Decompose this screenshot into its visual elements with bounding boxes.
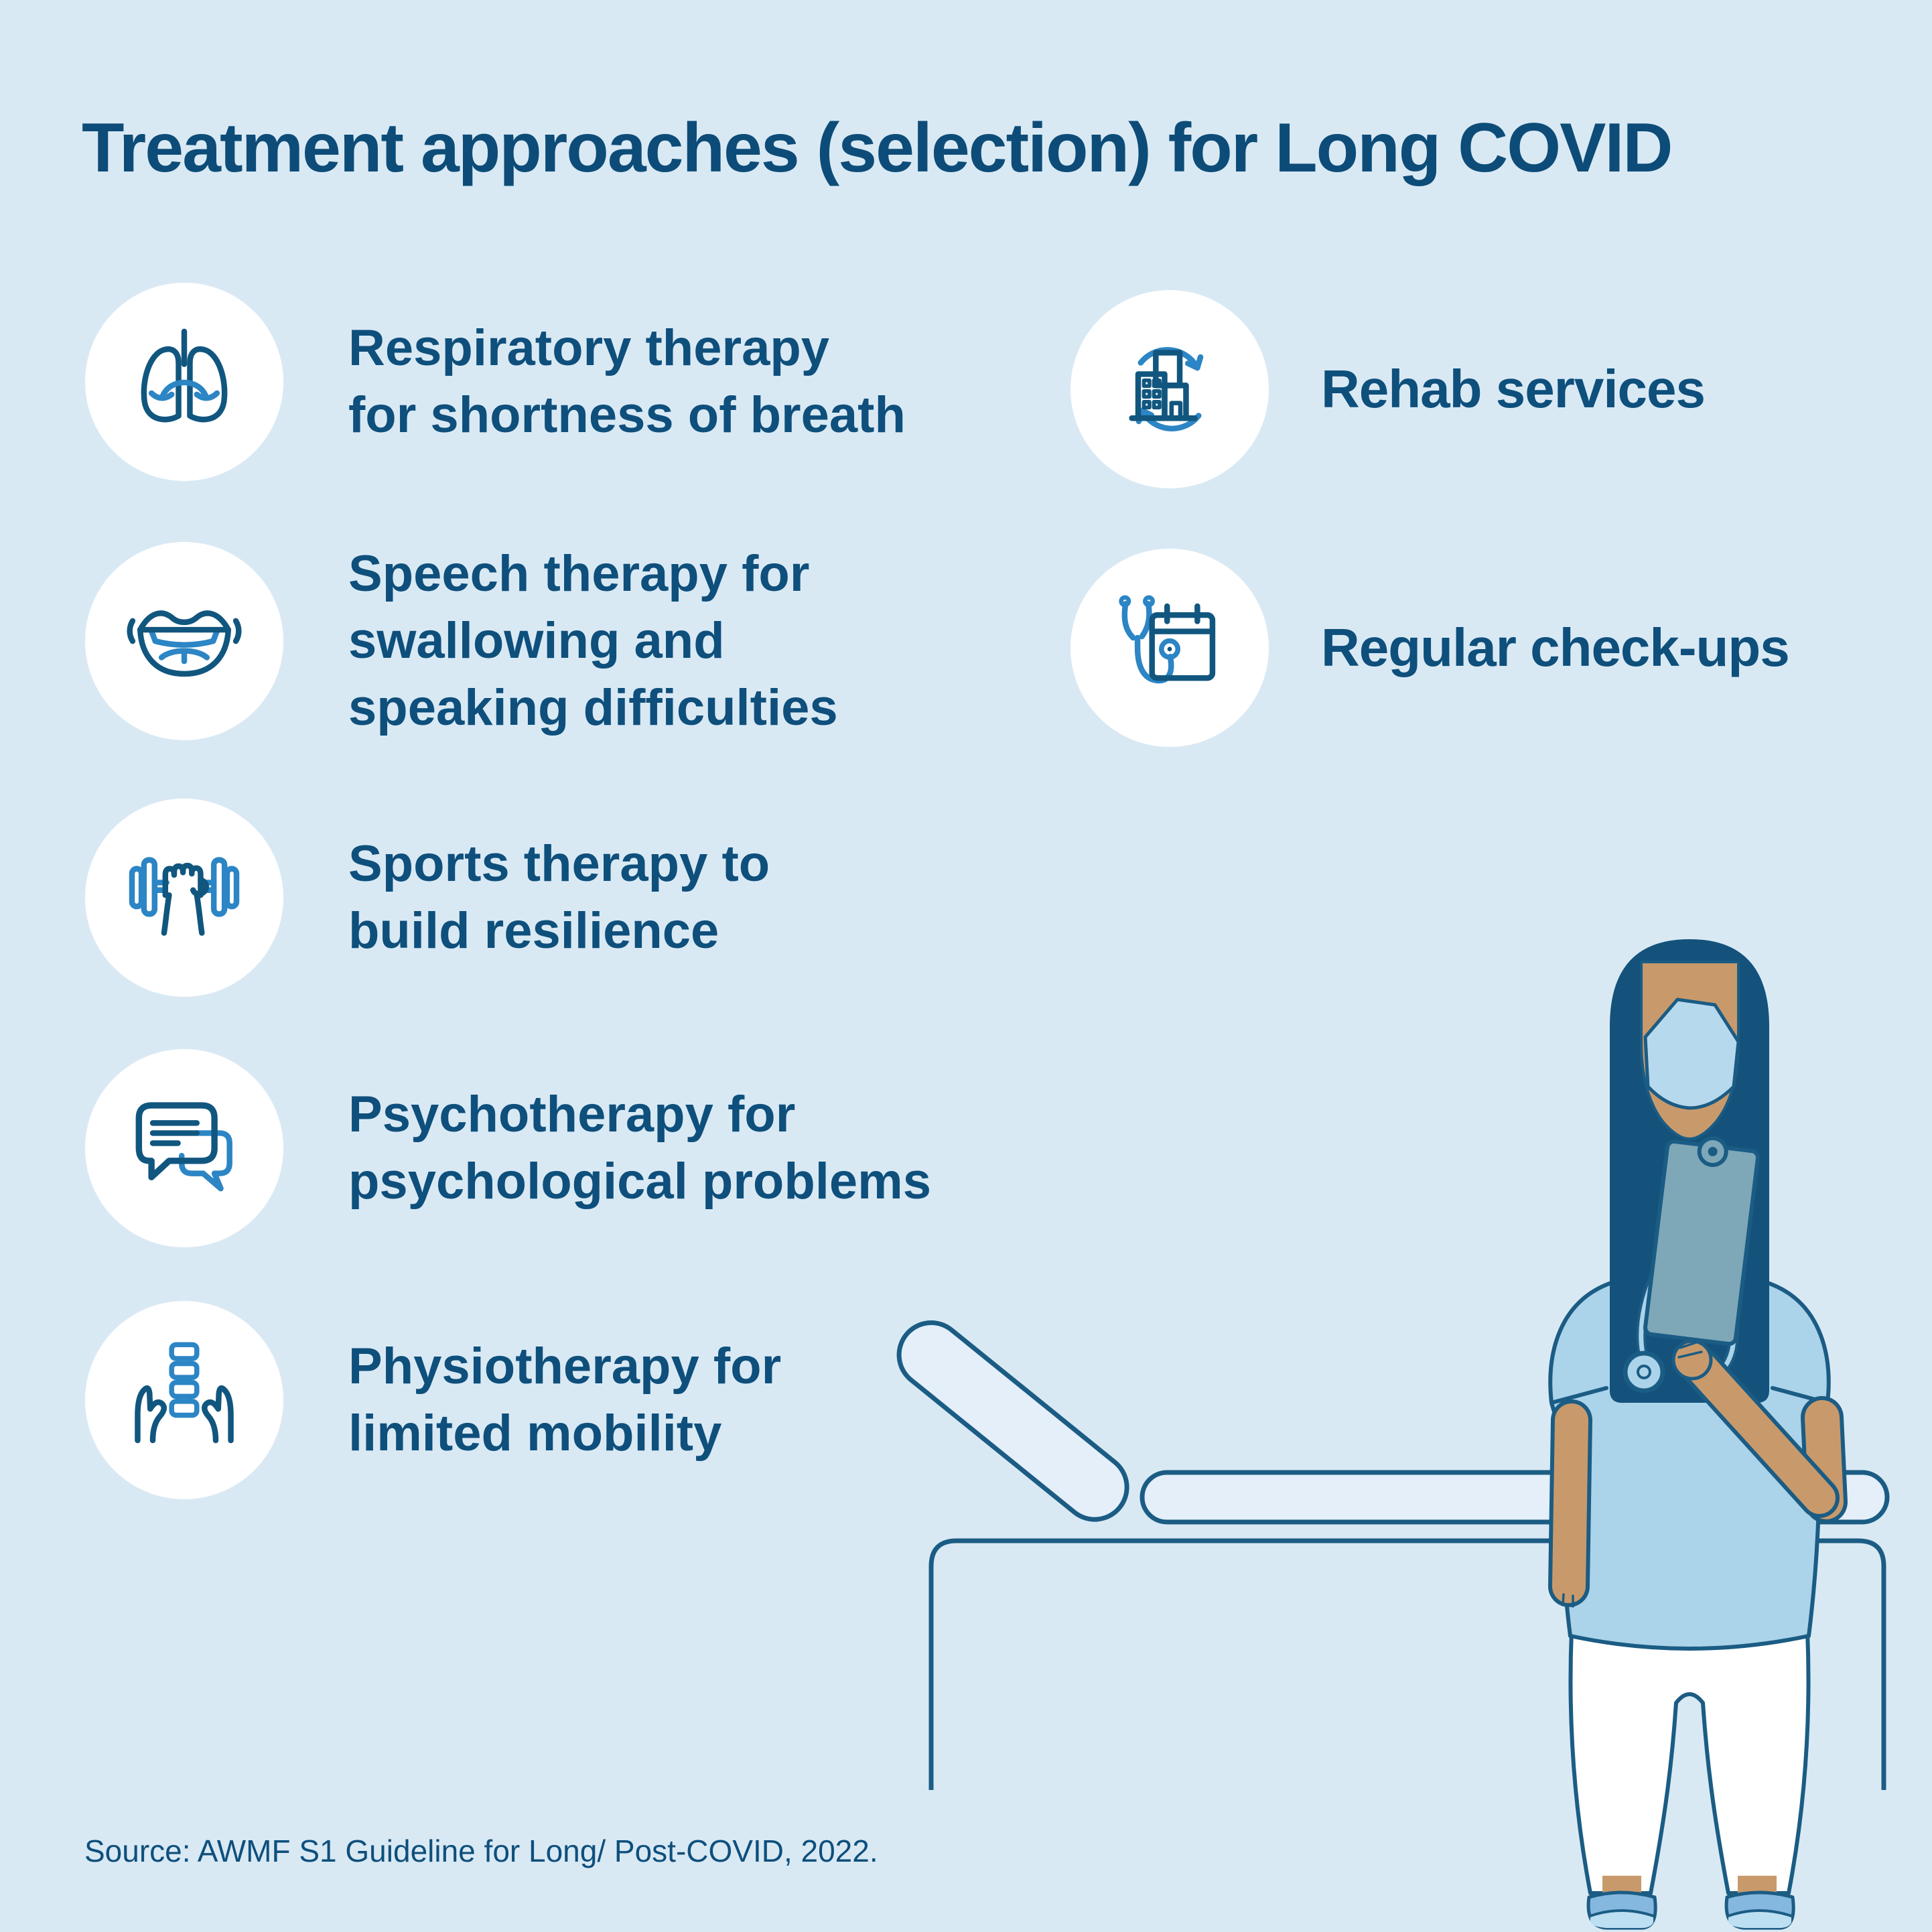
rehab-building-icon bbox=[1129, 347, 1204, 431]
pants bbox=[1568, 1629, 1811, 1895]
icon-circle bbox=[85, 542, 283, 740]
treatment-label: Physiotherapy for limited mobility bbox=[348, 1338, 782, 1462]
shoe-toe-cap bbox=[1590, 1911, 1653, 1928]
treatment-label: Respiratory therapy for shortness of bre… bbox=[348, 320, 906, 443]
treatment-label: Sports therapy to build resilience bbox=[348, 835, 770, 959]
treatment-item-checkups: Regular check-ups bbox=[1071, 549, 1790, 747]
icon-circle bbox=[1071, 549, 1269, 747]
icon-circle bbox=[85, 1301, 283, 1499]
stethoscope-calendar-icon bbox=[1119, 595, 1216, 684]
treatment-item-psychotherapy: Psychotherapy for psychological problems bbox=[85, 1049, 931, 1247]
mouth-icon bbox=[127, 610, 242, 677]
fingers bbox=[1562, 1593, 1574, 1608]
lungs-icon bbox=[141, 328, 228, 423]
stethoscope-chestpiece bbox=[1623, 1351, 1665, 1393]
treatment-item-speech: Speech therapy for swallowing and speaki… bbox=[85, 541, 838, 742]
treatment-item-rehab: Rehab services bbox=[1071, 290, 1706, 488]
treatment-label: Rehab services bbox=[1321, 359, 1706, 419]
treatment-label: Regular check-ups bbox=[1321, 618, 1790, 677]
treatment-label: Psychotherapy for psychological problems bbox=[348, 1086, 931, 1210]
icon-circle bbox=[85, 799, 283, 997]
hand bbox=[1671, 1339, 1713, 1381]
dumbbell-icon bbox=[129, 857, 240, 936]
face-mask bbox=[1643, 997, 1740, 1110]
page-title: Treatment approaches (selection) for Lon… bbox=[82, 109, 1673, 187]
treatment-item-physiotherapy: Physiotherapy for limited mobility bbox=[85, 1301, 781, 1499]
nurse-figure bbox=[1548, 939, 1848, 1930]
icon-circle bbox=[85, 1049, 283, 1247]
chat-bubbles-icon bbox=[135, 1102, 232, 1192]
clipboard bbox=[1643, 1136, 1761, 1347]
treatment-item-sports: Sports therapy to build resilience bbox=[85, 799, 770, 997]
nurse-exam-table-illustration bbox=[896, 939, 1890, 1930]
treatment-item-respiratory: Respiratory therapy for shortness of bre… bbox=[85, 283, 906, 481]
icon-circle bbox=[85, 283, 283, 481]
source-note: Source: AWMF S1 Guideline for Long/ Post… bbox=[84, 1834, 878, 1868]
spine-hands-icon bbox=[135, 1342, 234, 1444]
treatment-label: Speech therapy for swallowing and speaki… bbox=[348, 545, 838, 736]
shoe-toe-cap bbox=[1728, 1911, 1791, 1928]
forearm bbox=[1685, 1352, 1836, 1514]
fingers bbox=[1677, 1340, 1703, 1359]
exam-table-headrest bbox=[896, 1320, 1129, 1522]
exam-table bbox=[896, 1320, 1890, 1790]
icon-circle bbox=[1071, 290, 1269, 488]
arm bbox=[1552, 1403, 1588, 1603]
exam-table-base bbox=[928, 1538, 1886, 1790]
